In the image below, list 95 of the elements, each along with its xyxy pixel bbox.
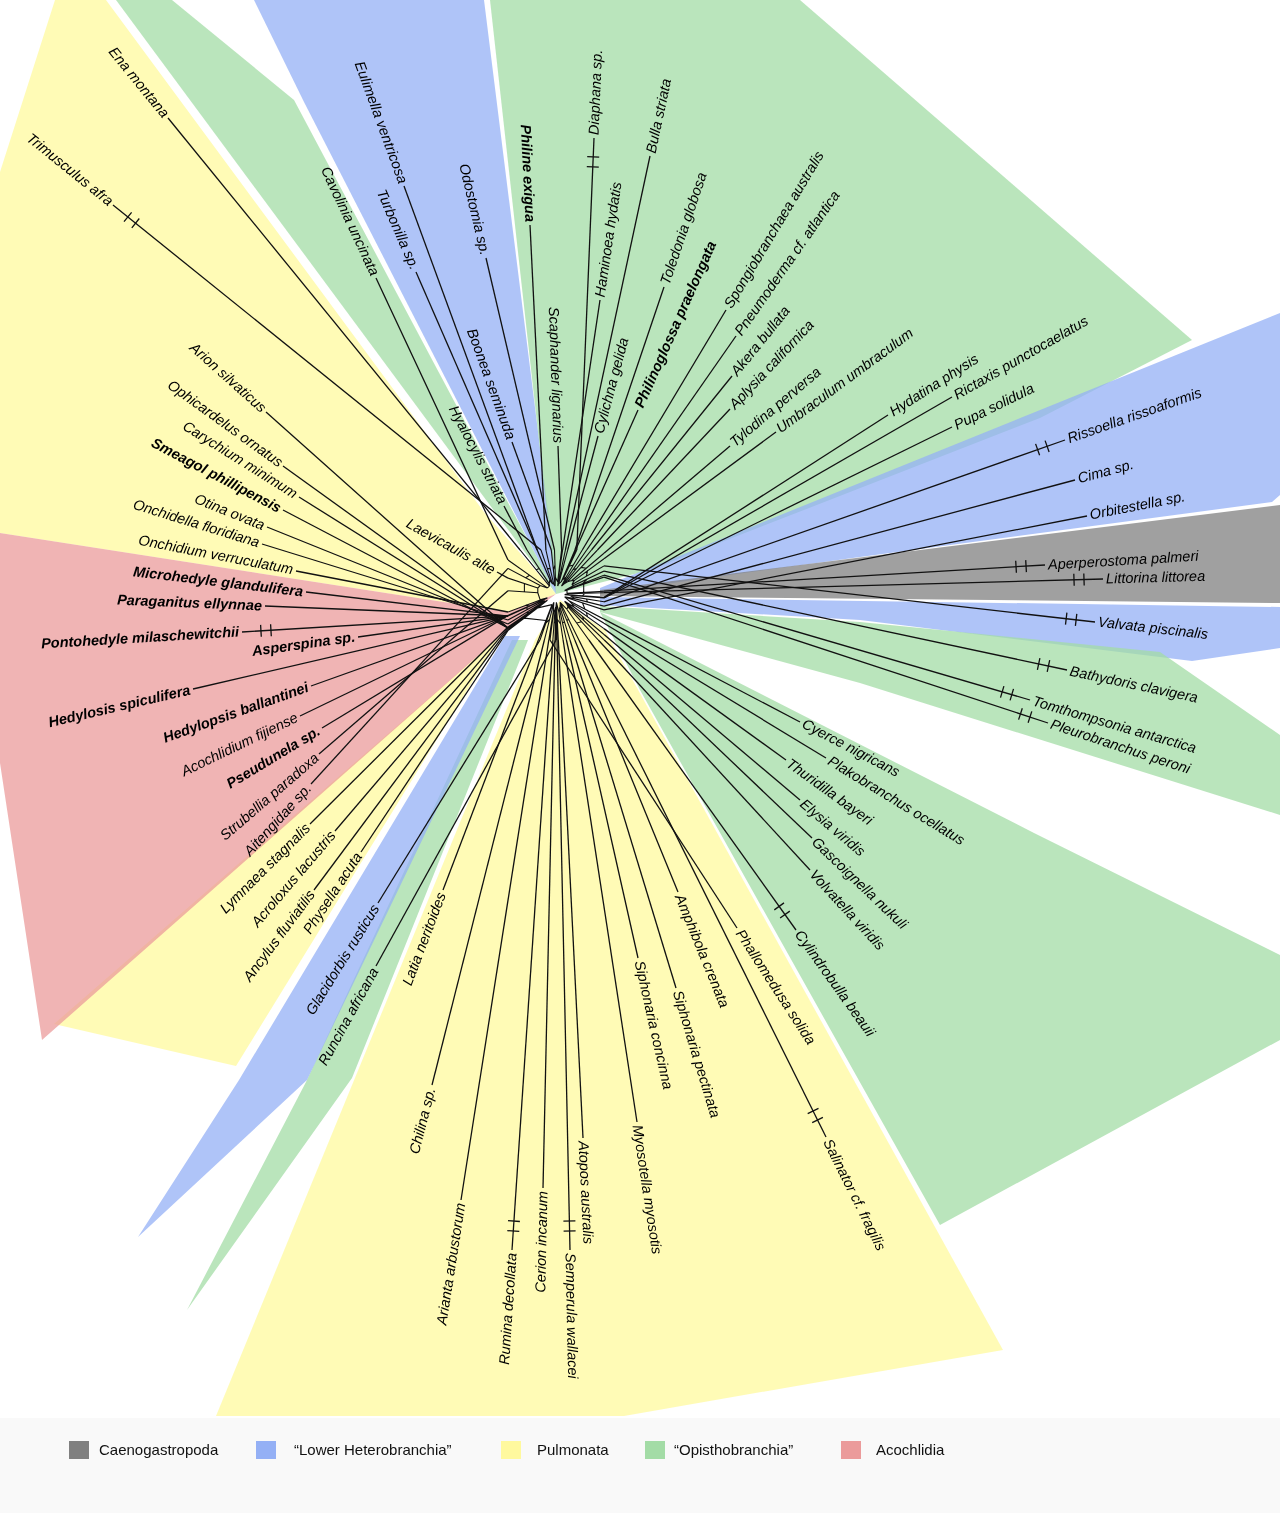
branch-line [549, 639, 738, 929]
branch-line [564, 155, 651, 551]
branch-line [588, 639, 797, 931]
species-label: Pontohedyle milaschewitchii [40, 623, 240, 653]
species-label: Cylichna gelida [590, 335, 633, 436]
branch-line [282, 465, 509, 629]
species-label: Paraganitus ellynnae [116, 591, 263, 615]
branch-line [503, 505, 528, 551]
species-label: Myosotella myosotis [629, 1123, 666, 1256]
branch-line [565, 639, 639, 959]
branch-line [603, 414, 889, 599]
branch-line [295, 570, 509, 613]
branch-line [590, 375, 733, 551]
branch-line [603, 618, 801, 723]
species-label: Rumina decollata [495, 1252, 521, 1366]
branch-line [603, 576, 1049, 724]
branch-line [309, 626, 509, 825]
branch-line [603, 639, 813, 839]
branch-line [581, 309, 727, 551]
legend-label: “Lower Heterobranchia” [294, 1441, 452, 1459]
branch-line [375, 277, 509, 561]
branch-line [603, 570, 1068, 671]
branch-line [334, 627, 509, 832]
branch-line [586, 335, 737, 551]
branch-line [542, 639, 556, 1189]
split-network-drawing [508, 550, 604, 640]
species-label: Atopos australis [574, 1140, 597, 1245]
branch-line [511, 639, 554, 1251]
branch-line [460, 639, 550, 1201]
branch-line [578, 639, 827, 1138]
branch-line [603, 479, 1076, 607]
legend-label: “Opisthobranchia” [674, 1441, 794, 1459]
branch-line [511, 441, 552, 551]
species-label: Scaphander lignarius [544, 306, 567, 444]
branch-line [576, 137, 595, 551]
species-label: Valvata piscinalis [1097, 613, 1209, 644]
species-label: Odostomia sp. [455, 162, 494, 257]
branch-line [375, 639, 557, 967]
legend-label: Acochlidia [876, 1441, 945, 1459]
species-label: Philine exigua [516, 124, 539, 223]
species-label: Semperula wallacei [561, 1252, 582, 1379]
branch-line [603, 445, 731, 554]
branch-line [360, 629, 509, 853]
branch-line [561, 299, 601, 551]
species-label: Orbitestella sp. [1088, 488, 1187, 524]
branch-line [603, 565, 1096, 623]
branch-line [603, 633, 801, 801]
species-label: Haminoea hydatis [592, 180, 626, 299]
branch-line [603, 439, 1066, 603]
legend-label: Pulmonata [537, 1441, 609, 1459]
branch-line [415, 271, 538, 551]
species-label: Bulla striata [642, 77, 675, 155]
species-label: Littorina littorea [1105, 567, 1206, 588]
legend-label: Caenogastropoda [99, 1441, 219, 1459]
branch-line [261, 543, 509, 621]
branch-line [496, 571, 509, 579]
branch-line [603, 515, 1088, 611]
branch-line [596, 408, 731, 551]
branch-line [313, 628, 509, 891]
branch-line [431, 639, 546, 1086]
branch-line [321, 614, 509, 729]
branch-line [442, 639, 540, 891]
branch-line [603, 564, 1046, 592]
branch-line [266, 526, 509, 625]
species-label: Chilina sp. [406, 1085, 440, 1156]
branch-line [574, 286, 665, 551]
branch-line [562, 639, 638, 1123]
species-label: Bathydoris clavigera [1068, 662, 1200, 707]
branch-line [603, 627, 787, 761]
branch-line [485, 257, 556, 551]
species-label: Cima sp. [1075, 456, 1136, 488]
branch-line [603, 578, 1104, 594]
branch-line [529, 224, 547, 551]
clade-wedge [600, 597, 1280, 661]
branch-line [557, 639, 584, 1139]
branch-line [567, 435, 599, 551]
branch-line [282, 509, 509, 629]
branch-line [167, 117, 521, 551]
branch-line [557, 445, 563, 551]
branch-line [597, 639, 811, 871]
branch-line [310, 567, 509, 785]
species-label: Cerion incanum [532, 1190, 552, 1293]
branch-line [318, 590, 509, 755]
species-label: Diaphana sp. [585, 49, 607, 136]
branch-line [569, 639, 677, 989]
branch-line [603, 574, 1031, 701]
branch-line [603, 431, 777, 560]
branch-line [556, 639, 571, 1251]
branch-line [377, 639, 541, 904]
species-label: Asperspina sp. [250, 629, 357, 661]
branch-line [603, 622, 827, 759]
branch-line [574, 639, 679, 893]
species-label: Arianta arbustorum [433, 1201, 469, 1327]
branch-line [574, 409, 639, 551]
branch-line [112, 204, 542, 551]
